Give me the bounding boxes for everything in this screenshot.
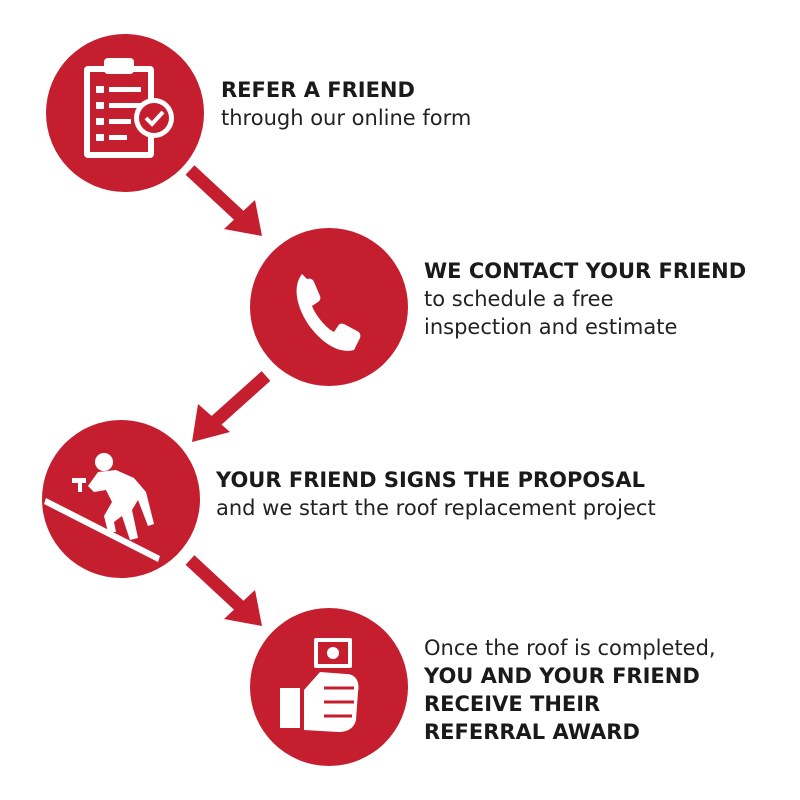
clipboard-check-icon [84, 58, 174, 158]
step-4-text: Once the roof is completed, YOU AND YOUR… [424, 634, 716, 746]
step-2-heading: WE CONTACT YOUR FRIEND [424, 259, 747, 283]
step-4-heading-line-2: RECEIVE THEIR [424, 692, 601, 716]
step-2-circle [250, 228, 408, 386]
step-4-heading-line-1: YOU AND YOUR FRIEND [424, 664, 700, 688]
step-2-line-2: inspection and estimate [424, 315, 678, 339]
step-4-circle [250, 608, 408, 766]
step-3-circle [42, 420, 200, 578]
phone-icon [296, 274, 361, 351]
step-1-circle [46, 34, 204, 192]
step-4-heading-line-3: REFERRAL AWARD [424, 720, 640, 744]
step-3-heading: YOUR FRIEND SIGNS THE PROPOSAL [216, 468, 645, 492]
step-4-intro: Once the roof is completed, [424, 636, 716, 660]
step-2-line-1: to schedule a free [424, 287, 614, 311]
step-1-line-1: through our online form [221, 106, 472, 130]
step-3-text: YOUR FRIEND SIGNS THE PROPOSAL and we st… [216, 466, 656, 522]
hand-money-icon [280, 638, 359, 732]
step-1-heading: REFER A FRIEND [221, 78, 415, 102]
step-1-text: REFER A FRIEND through our online form [221, 76, 471, 132]
roofer-icon [44, 453, 160, 562]
step-3-line-1: and we start the roof replacement projec… [216, 496, 656, 520]
step-2-text: WE CONTACT YOUR FRIEND to schedule a fre… [424, 257, 746, 341]
